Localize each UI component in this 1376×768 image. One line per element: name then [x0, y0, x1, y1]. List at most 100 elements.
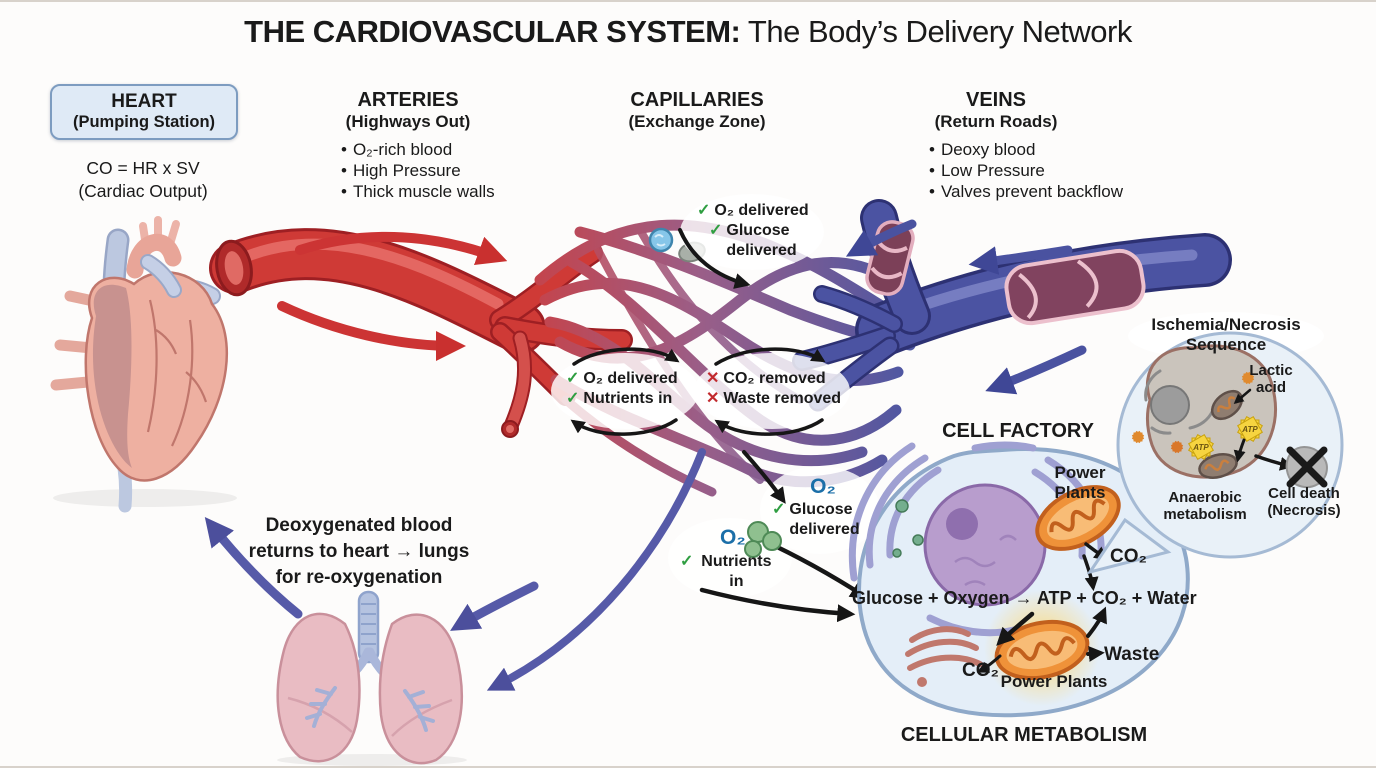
glucose-molecules-icon	[744, 521, 782, 558]
check-icon: ✓	[680, 553, 694, 570]
cycle-out-annotation: ✕CO₂ removed ✕Waste removed	[706, 369, 856, 409]
co2-top-label: CO₂	[1110, 546, 1147, 567]
co2-bottom-label: CO₂	[962, 660, 999, 681]
pulmonary-note-line: for re-oxygenation	[275, 567, 443, 588]
bullet-icon: •	[341, 182, 347, 201]
arteries-bullet: •High Pressure	[341, 160, 495, 181]
metabolism-equation: Glucose + Oxygen → ATP + CO₂ + Water	[852, 588, 1197, 608]
bullet-icon: •	[341, 140, 347, 159]
check-icon: ✓	[566, 390, 580, 407]
vein-flow-arrow-2	[968, 245, 1073, 275]
oxygen-molecule-label: O₂	[810, 475, 836, 498]
heart-subtitle: (Pumping Station)	[72, 112, 216, 131]
damage-particle-icon	[1131, 430, 1145, 444]
page-title: THE CARDIOVASCULAR SYSTEM: The Body’s De…	[0, 14, 1376, 50]
cycle-out-text: CO₂ removed	[723, 370, 826, 387]
arteries-bullet-list: • O₂-rich blood •High Pressure • Thick mus…	[341, 139, 495, 202]
waste-label: Waste	[1104, 644, 1160, 665]
cross-icon: ✕	[706, 390, 720, 407]
green-nutrient-dots	[892, 499, 924, 558]
veins-title: VEINS	[965, 89, 1027, 111]
cycle-in-text: Nutrients in	[583, 390, 673, 407]
arteries-bullet: • O₂-rich blood	[341, 139, 495, 160]
arteries-bullet: • Thick muscle walls	[341, 181, 495, 202]
atp-label: ATP	[1241, 425, 1258, 434]
glucose-delivered-text: Glucose delivered	[789, 501, 860, 538]
arteries-header: ARTERIES (Highways Out)	[318, 89, 498, 132]
veins-bullet: • Valves prevent backflow	[929, 181, 1123, 202]
nutrients-in-text: Nutrients in	[701, 553, 772, 590]
top-border	[0, 0, 1376, 2]
cellular-metabolism-title: CELLULAR METABOLISM	[900, 724, 1148, 746]
lactic-acid-label: Lactic acid	[1249, 362, 1293, 396]
veins-bullet-text: Deoxy blood	[940, 140, 1036, 159]
delivered-top-annotation: ✓O₂ delivered ✓Glucose delivered	[697, 201, 825, 261]
exchange-cycle-arrows	[570, 347, 826, 436]
necrosis-title: Ischemia/Necrosis Sequence	[1151, 315, 1301, 354]
cell-death-x-icon	[1286, 446, 1328, 488]
bullet-icon: •	[929, 161, 935, 180]
nutrients-in-item: ✓ Nutrients in	[680, 552, 800, 592]
nucleus	[923, 483, 1047, 607]
artery-flow-arrow-top	[295, 231, 508, 265]
pulmonary-note-line: returns to heart → lungs	[248, 541, 470, 562]
check-icon: ✓	[697, 202, 711, 219]
cycle-out-item: ✕CO₂ removed	[706, 369, 856, 389]
atp-label: ATP	[1192, 443, 1209, 452]
veins-bullet-text: Valves prevent backflow	[940, 182, 1124, 201]
golgi-apparatus	[905, 626, 983, 671]
delivered-text: Glucose delivered	[726, 222, 797, 259]
necrosis-bubble: ATP ATP	[1086, 331, 1344, 575]
nucleolus	[946, 508, 978, 540]
heart-label-box: HEART (Pumping Station)	[50, 84, 238, 140]
cell-death-label: Cell death (Necrosis)	[1267, 485, 1341, 519]
veins-header: VEINS (Return Roads)	[896, 89, 1096, 132]
formula-caption: (Cardiac Output)	[78, 180, 208, 201]
heart-illustration	[50, 216, 229, 513]
artery-vessel	[209, 228, 633, 438]
arteries-title: ARTERIES	[357, 89, 459, 111]
cycle-in-annotation: ✓O₂ delivered ✓Nutrients in	[566, 369, 694, 409]
oxygen-molecule-label: O₂	[720, 526, 746, 549]
formula-line: CO = HR x SV	[86, 158, 200, 178]
bullet-icon: •	[929, 182, 935, 201]
cycle-in-item: ✓Nutrients in	[566, 389, 694, 409]
capillaries-title: CAPILLARIES	[630, 89, 764, 111]
power-plants-bottom-label: Power Plants	[1000, 672, 1108, 691]
cycle-out-text: Waste removed	[723, 390, 842, 407]
oxygen-glucose-annotation: O₂ ✓Glucose delivered	[772, 476, 874, 540]
damage-particle-icon	[1170, 440, 1184, 454]
arteries-subtitle: (Highways Out)	[345, 112, 471, 131]
arteries-bullet-text: O₂-rich blood	[352, 140, 453, 159]
return-flow-arrows	[204, 448, 706, 691]
arteries-bullet-text: High Pressure	[352, 161, 461, 180]
bullet-icon: •	[929, 140, 935, 159]
oxygen-molecule-icon	[648, 227, 674, 253]
page-title-rest: The Body’s Delivery Network	[740, 14, 1132, 49]
cell-factory-illustration	[848, 441, 1190, 718]
delivered-item: ✓Glucose delivered	[709, 221, 825, 261]
vein-vessel	[792, 199, 1232, 412]
artery-flow-arrow-bottom	[277, 301, 466, 361]
mitochondrion-top	[1035, 485, 1121, 551]
check-icon: ✓	[709, 222, 723, 239]
cardiac-output-formula: CO = HR x SV (Cardiac Output)	[50, 157, 236, 203]
vein-flow-arrow-1	[845, 219, 917, 257]
arteries-bullet-text: Thick muscle walls	[352, 182, 495, 201]
cross-icon: ✕	[706, 370, 720, 387]
cycle-in-text: O₂ delivered	[583, 370, 678, 387]
vein-flow-arrow-3	[985, 345, 1087, 395]
delivered-text: O₂ delivered	[714, 202, 809, 219]
veins-bullet: • Low Pressure	[929, 160, 1123, 181]
check-icon: ✓	[566, 370, 580, 387]
veins-bullet-text: Low Pressure	[940, 161, 1045, 180]
pulmonary-note-line: Deoxygenated blood	[265, 515, 453, 536]
capillaries-header: CAPILLARIES (Exchange Zone)	[597, 89, 797, 132]
delivered-item: ✓O₂ delivered	[697, 201, 825, 221]
pulmonary-note: Deoxygenated blood returns to heart → lu…	[246, 513, 472, 591]
oxygen-nutrients-annotation: ✓ Nutrients in	[680, 552, 800, 592]
veins-bullet: • Deoxy blood	[929, 139, 1123, 160]
cell-factory-title: CELL FACTORY	[942, 420, 1094, 442]
cycle-in-item: ✓O₂ delivered	[566, 369, 694, 389]
